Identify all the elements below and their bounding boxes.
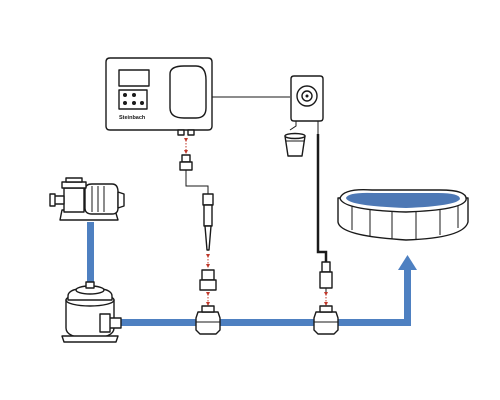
- pool-water: [346, 192, 460, 208]
- controller-keypad: [118, 89, 148, 110]
- pipe-riser-to-pool: [404, 268, 411, 326]
- pipe-fitting-right: [313, 305, 339, 335]
- pipe-fitting-left: [195, 305, 221, 335]
- probe-assembly: [179, 138, 217, 306]
- water-pipe-network: [87, 222, 417, 326]
- dosing-hose: [316, 134, 328, 262]
- pipe-pump-to-filter: [87, 222, 94, 284]
- keypad-button: [132, 101, 136, 105]
- controller-port: [187, 129, 195, 136]
- above-ground-pool: [337, 188, 469, 241]
- keypad-button: [123, 101, 127, 105]
- dosing-pump: [289, 75, 324, 134]
- controller-brand-label: Steinbach: [119, 115, 146, 121]
- pool-inlet-arrow: [398, 255, 417, 270]
- keypad-button: [123, 93, 127, 97]
- controller-port: [177, 129, 185, 136]
- controller-window: [169, 65, 207, 119]
- keypad-button: [140, 101, 144, 105]
- sand-filter: [61, 281, 122, 343]
- pipe-main-horizontal: [121, 319, 411, 326]
- controller-display: [118, 69, 150, 87]
- canister: [284, 132, 306, 157]
- filter-pump: [49, 177, 125, 221]
- keypad-button: [132, 93, 136, 97]
- control-unit: Steinbach: [105, 57, 213, 136]
- injection-assembly: [319, 261, 333, 306]
